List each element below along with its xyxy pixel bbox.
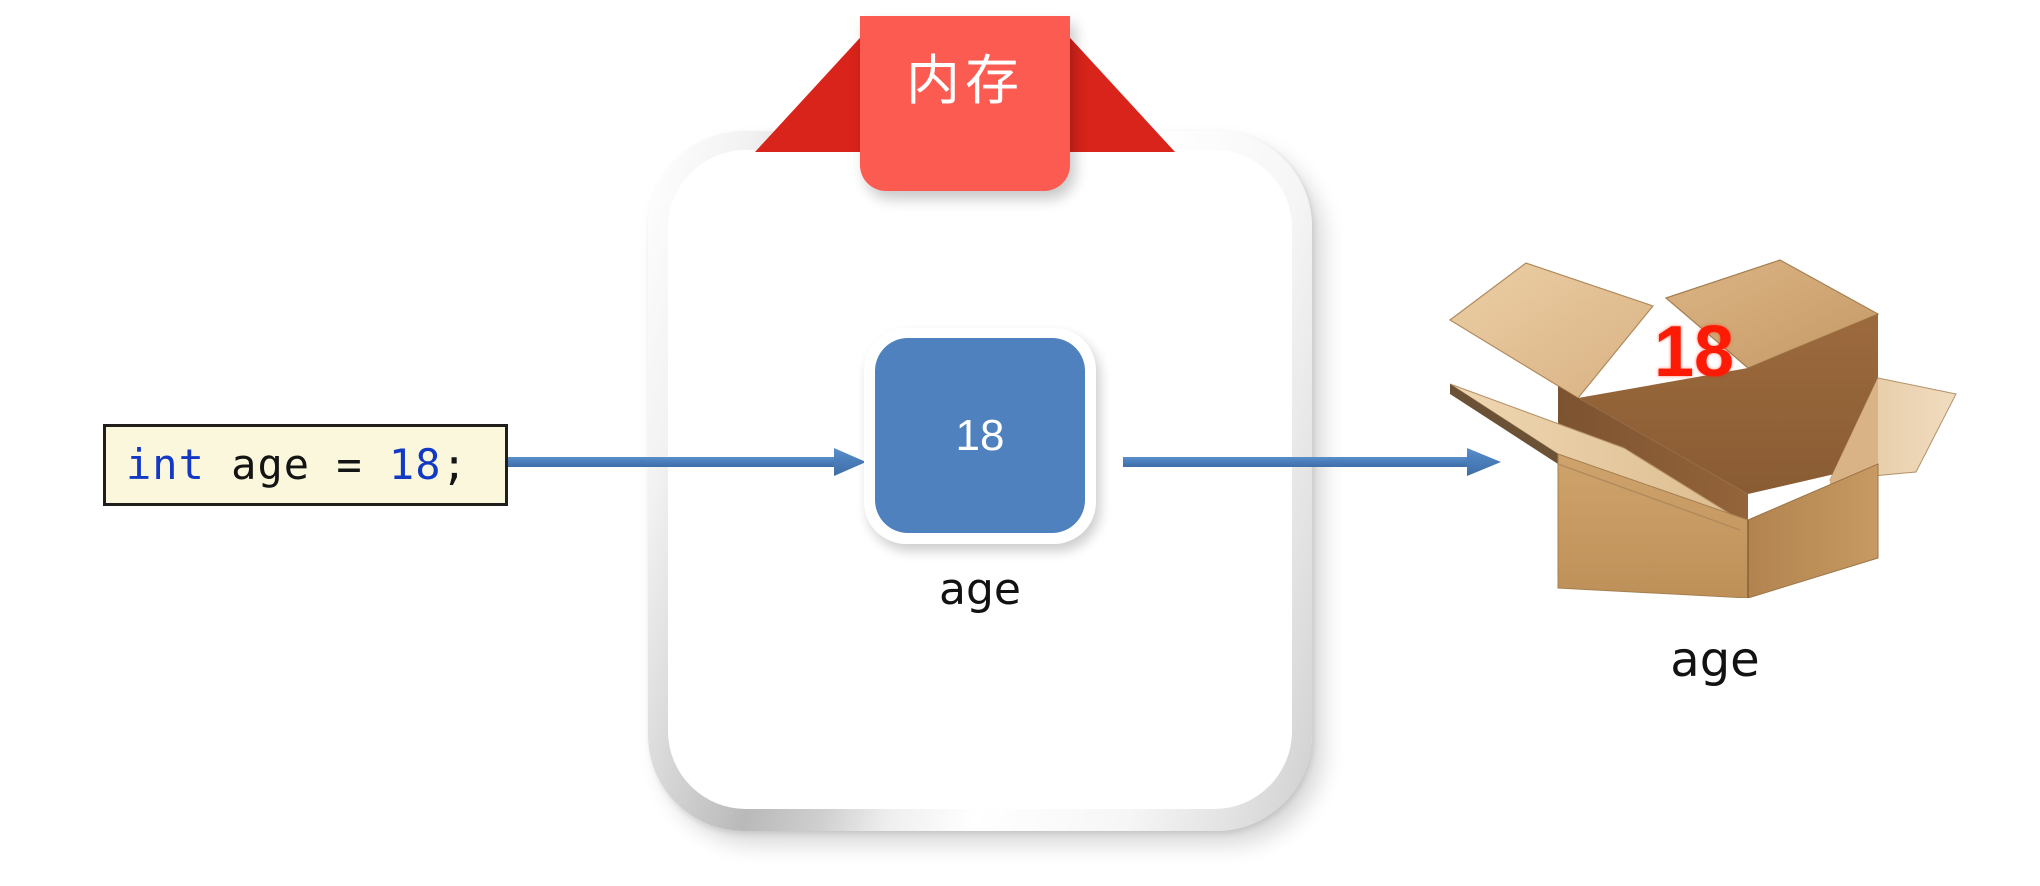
- carton-back-left-flap: [1448, 262, 1655, 399]
- carton-interior-left-wall: [1558, 386, 1748, 520]
- code-token-identifier: age: [231, 440, 311, 489]
- code-token-space-1: [205, 440, 231, 489]
- variable-cell-label: age: [939, 564, 1021, 615]
- variable-cell-body: 18: [875, 338, 1085, 533]
- ribbon-tail-left-icon: [755, 28, 869, 152]
- memory-ribbon-banner: 内存: [755, 16, 1175, 206]
- ribbon-panel: 内存: [860, 16, 1070, 191]
- code-to-memory-arrow: [500, 442, 875, 482]
- variable-cell-value: 18: [955, 410, 1005, 460]
- carton-label: age: [1670, 632, 1760, 688]
- carton-right-flap-inner: [1830, 378, 1878, 494]
- carton-front-rim-crease: [1557, 463, 1741, 531]
- code-token-space-2: [310, 440, 336, 489]
- code-token-space-3: [363, 440, 389, 489]
- carton-illustration: 18: [1448, 258, 1958, 598]
- code-token-keyword: int: [126, 440, 205, 489]
- carton-value: 18: [1654, 312, 1735, 392]
- code-box: int age = 18;: [103, 424, 508, 506]
- carton-front-face: [1557, 453, 1749, 598]
- code-statement: int age = 18;: [126, 444, 468, 486]
- code-token-number: 18: [388, 440, 442, 489]
- memory-to-carton-arrow: [1115, 442, 1515, 482]
- carton-svg: [1448, 259, 1957, 598]
- ribbon-tail-right-icon: [1061, 28, 1175, 152]
- variable-cell: 18: [864, 328, 1096, 544]
- code-token-operator: =: [336, 440, 363, 489]
- code-token-semicolon: ;: [441, 440, 468, 489]
- carton-interior-back-wall: [1578, 314, 1878, 494]
- memory-title: 内存: [906, 49, 1024, 112]
- carton-front-left-flap-edge: [1450, 384, 1558, 464]
